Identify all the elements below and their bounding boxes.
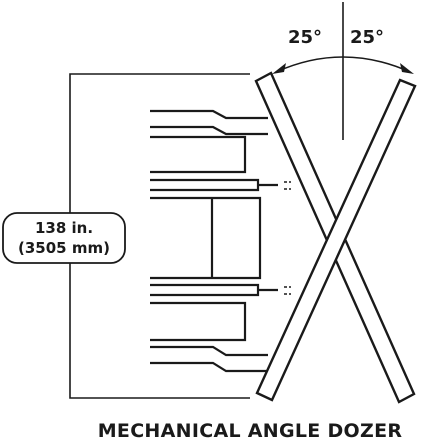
upper-cylinder (150, 178, 260, 192)
upper-push-arm-inner (150, 125, 268, 136)
blade-angled-left (255, 78, 417, 402)
lower-push-arm-inner (150, 361, 268, 373)
dimension-label-line1: 138 in. (35, 219, 93, 237)
center-body (150, 196, 262, 280)
angle-left-label: 25° (288, 27, 322, 48)
lower-track (150, 301, 247, 342)
lower-push-arm (150, 345, 268, 357)
arc-arrow-right (400, 63, 414, 74)
lower-cylinder (150, 283, 260, 297)
upper-push-arm (150, 109, 268, 120)
upper-track (150, 135, 247, 174)
dimension-label-line2: (3505 mm) (18, 239, 110, 257)
angle-arc (275, 56, 411, 73)
tractor-outline (150, 109, 291, 373)
angle-right-label: 25° (350, 27, 384, 48)
diagram-caption: MECHANICAL ANGLE DOZER (98, 420, 403, 442)
dimension-label-box (2, 212, 126, 264)
arc-arrow-left (272, 63, 286, 74)
